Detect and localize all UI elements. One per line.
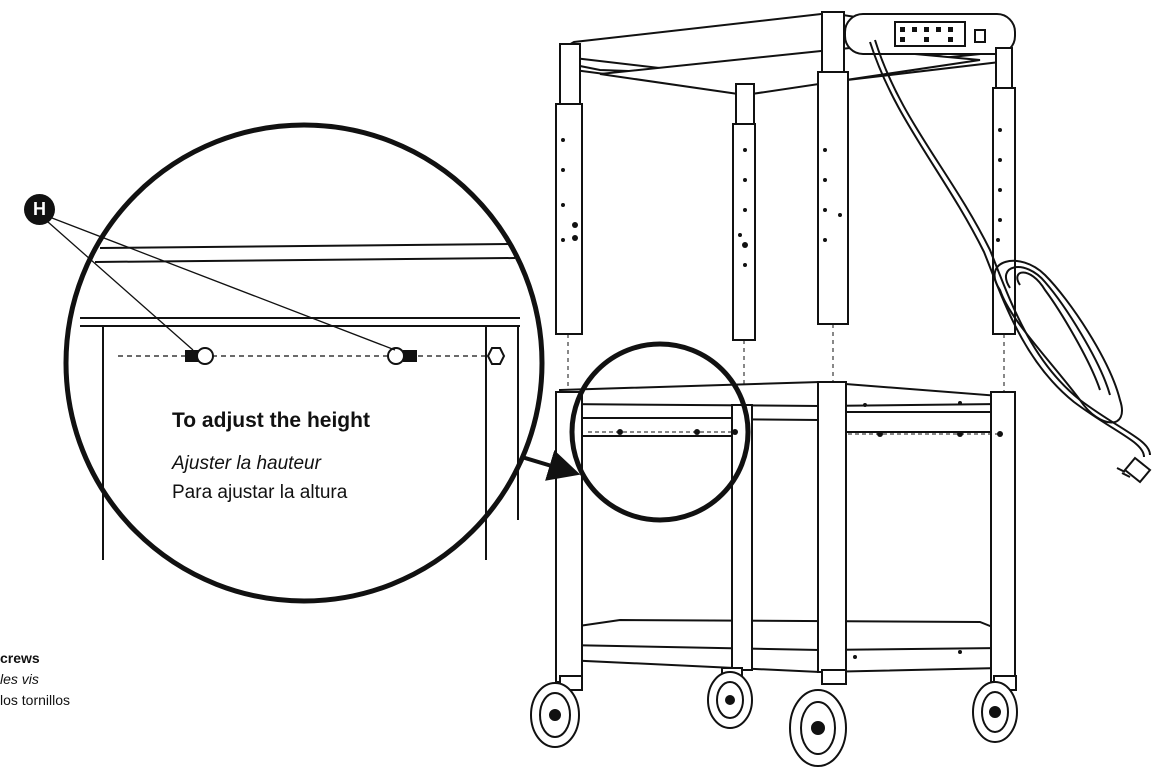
hex-nut bbox=[486, 347, 506, 365]
screws-label-en: crews bbox=[0, 650, 40, 666]
callout-badge-h: H bbox=[24, 194, 55, 225]
callout-leaders bbox=[47, 217, 396, 351]
detail-heading-en: To adjust the height bbox=[172, 409, 370, 432]
power-cord bbox=[869, 39, 1152, 484]
detail-heading-fr: Ajuster la hauteur bbox=[172, 453, 321, 474]
detail-highlight-circle bbox=[569, 341, 751, 523]
lower-cart-frame bbox=[555, 380, 1016, 683]
screws-label-es: los tornillos bbox=[0, 692, 71, 708]
caster-wheels bbox=[530, 667, 1018, 767]
thumbscrew-right bbox=[387, 347, 417, 365]
detail-heading-es: Para ajustar la altura bbox=[172, 482, 348, 503]
detail-magnifier bbox=[63, 122, 545, 604]
power-strip bbox=[844, 13, 1016, 55]
thumbscrew-left bbox=[185, 347, 214, 365]
screws-label-fr: les vis bbox=[0, 671, 39, 687]
leg-adjust-holes bbox=[561, 128, 1002, 267]
